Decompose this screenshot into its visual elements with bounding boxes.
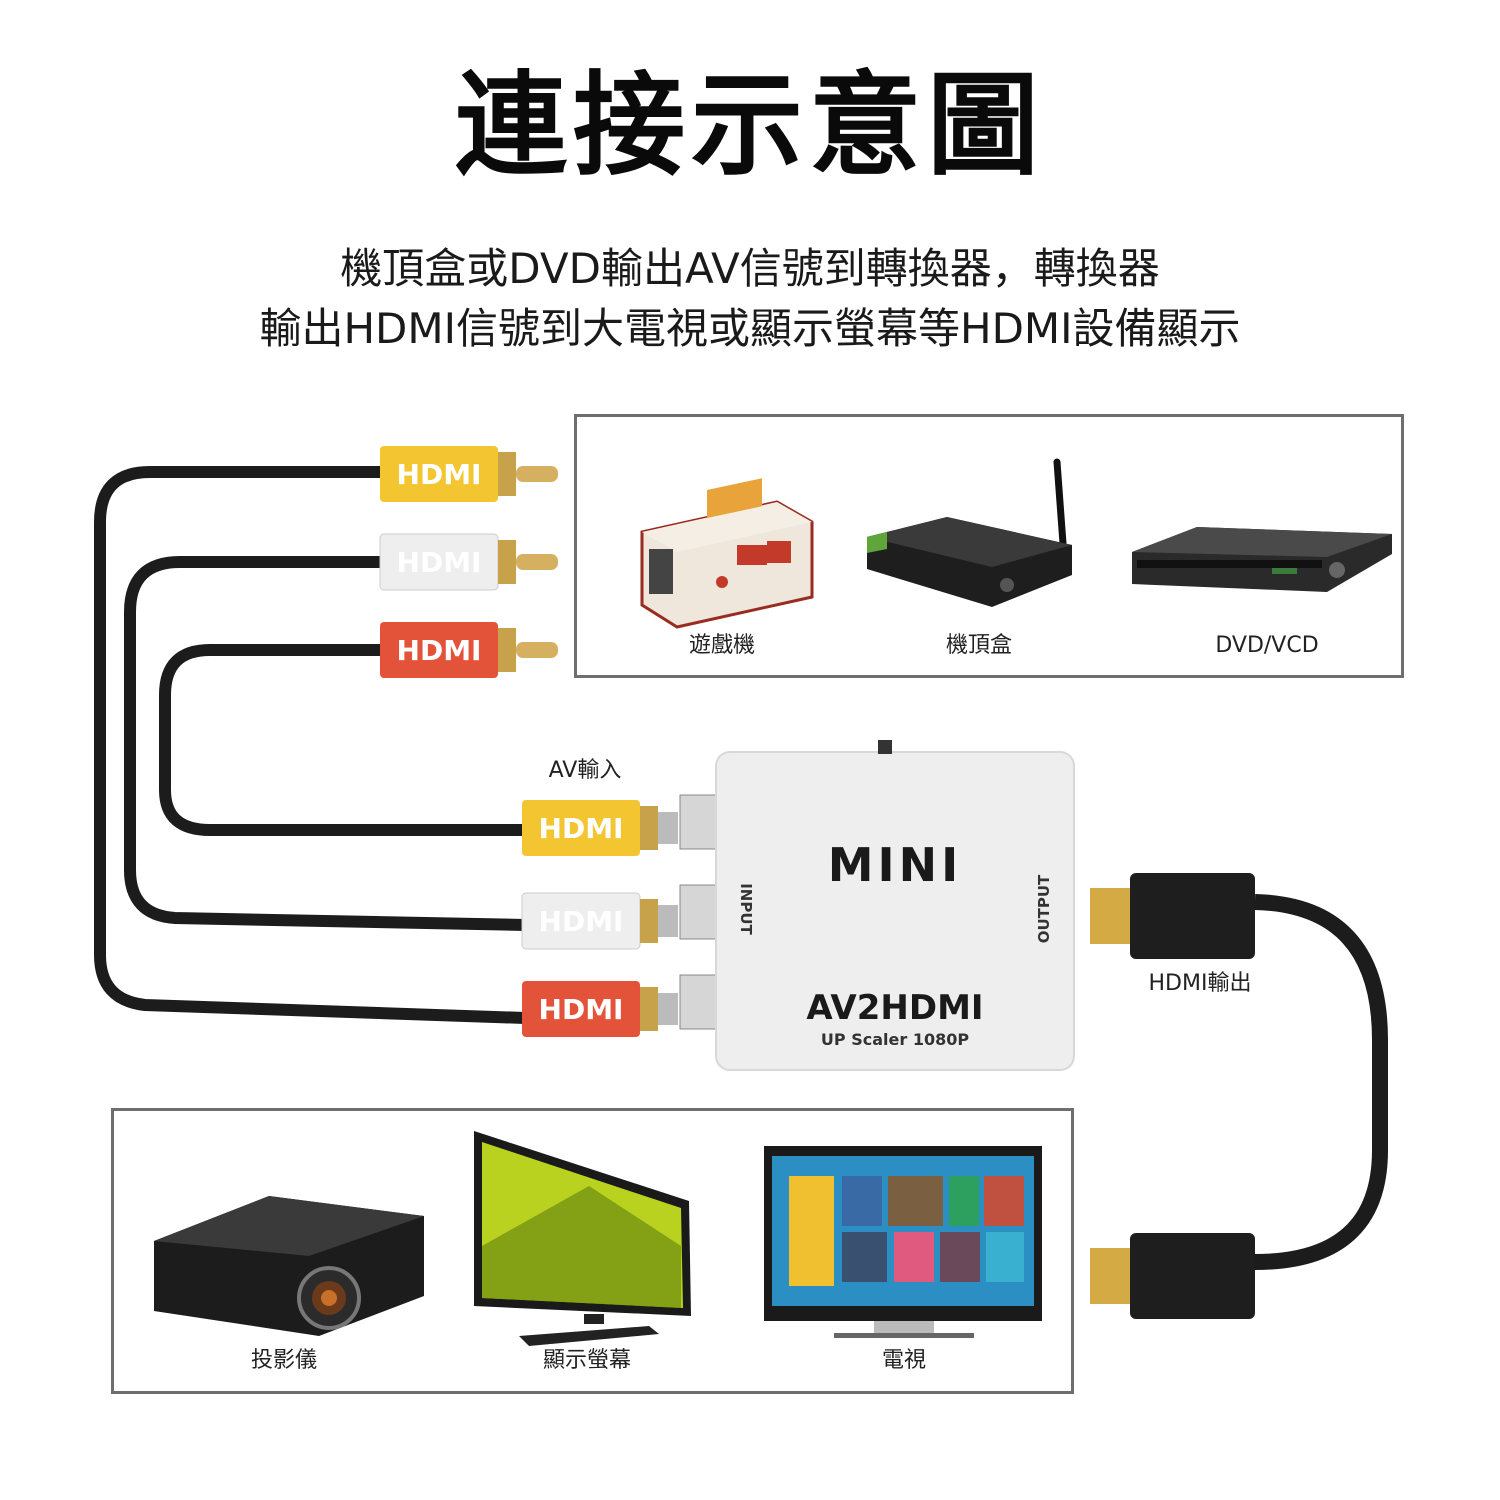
projector-icon — [154, 1196, 424, 1336]
plug-print-red-bottom: HDMI — [538, 993, 624, 1026]
converter-device — [679, 740, 1075, 1071]
tv-icon — [764, 1146, 1042, 1338]
subtitle-line-1: 機頂盒或DVD輸出AV信號到轉換器，轉換器 — [340, 244, 1160, 293]
cable-white — [124, 556, 531, 931]
page-title: 連接示意圖 — [455, 61, 1045, 191]
rca-plug-yellow-top — [380, 446, 558, 502]
game-console-icon — [640, 478, 814, 629]
plug-print-white-top: HDMI — [396, 546, 482, 579]
rca-plug-red-bottom — [522, 981, 678, 1037]
display-label-monitor: 顯示螢幕 — [542, 1348, 631, 1373]
plug-print-white-bottom: HDMI — [538, 905, 624, 938]
converter-model: AV2HDMI — [806, 988, 984, 1028]
cable-red — [159, 644, 531, 836]
hdmi-cable — [1090, 873, 1388, 1319]
av-input-label: AV輸入 — [548, 758, 622, 783]
converter-spec: UP Scaler 1080P — [820, 1030, 970, 1049]
display-label-projector: 投影儀 — [250, 1348, 317, 1373]
rca-cables — [94, 466, 531, 1024]
source-devices-art — [640, 458, 1392, 629]
cable-yellow — [94, 466, 531, 1024]
plug-print-yellow-bottom: HDMI — [538, 812, 624, 845]
plug-print-red-top: HDMI — [396, 634, 482, 667]
converter-output-label: OUTPUT — [1035, 874, 1053, 944]
display-devices-panel: 投影儀 顯示螢幕 電視 — [111, 1108, 1074, 1394]
source-label-set-top-box: 機頂盒 — [945, 633, 1012, 658]
dvd-player-icon — [1132, 527, 1392, 592]
source-label-dvd: DVD/VCD — [1215, 633, 1319, 658]
converter-brand: MINI — [827, 838, 963, 892]
source-label-game-console: 遊戲機 — [688, 633, 755, 658]
converter-input-label: INPUT — [737, 883, 755, 935]
set-top-box-icon — [867, 458, 1072, 607]
source-devices-panel: 遊戲機 機頂盒 DVD/VCD — [574, 414, 1404, 678]
display-label-tv: 電視 — [881, 1348, 926, 1373]
rca-plug-yellow-bottom — [522, 800, 678, 856]
rca-plug-red-top — [380, 622, 558, 678]
display-devices-art — [154, 1131, 1042, 1346]
plug-print-yellow-top: HDMI — [396, 458, 482, 491]
subtitle-line-2: 輸出HDMI信號到大電視或顯示螢幕等HDMI設備顯示 — [259, 304, 1241, 353]
rca-plug-white-bottom — [521, 892, 678, 950]
rca-plug-white-top — [379, 533, 558, 591]
monitor-icon — [474, 1131, 691, 1346]
hdmi-output-label: HDMI輸出 — [1148, 971, 1252, 996]
